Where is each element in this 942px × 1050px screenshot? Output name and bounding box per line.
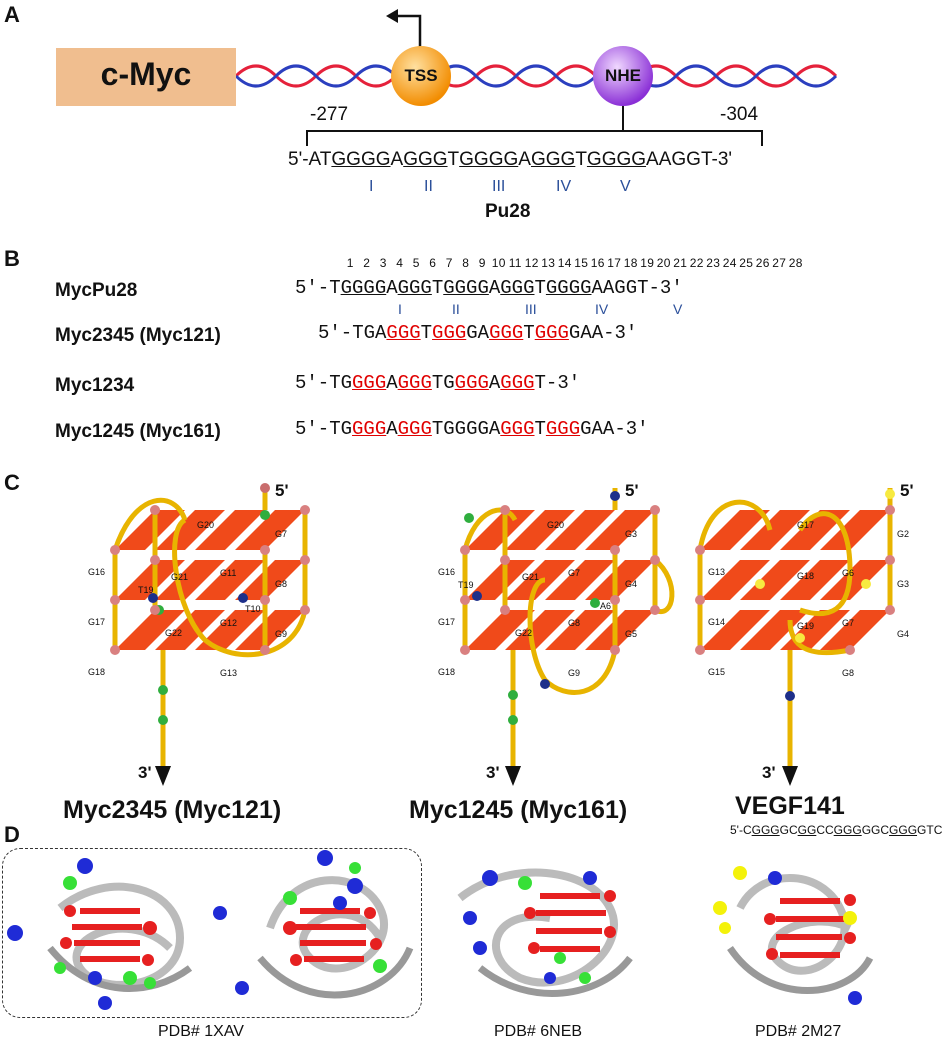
seq-name-myc1234: Myc1234 [55,375,135,396]
cmyc-gene-box [56,48,236,106]
topology-myc1245 [460,488,675,786]
seq-myc1234: 5'-TGGGGAGGGTGGGGAGGGT-3' [295,372,581,394]
seq-mycpu28: 5'-TGGGGAGGGTGGGGAGGGTGGGGAAGGT-3' [295,277,683,299]
position-number: 12 [524,256,539,270]
tss-circle [391,46,451,106]
position-number: 25 [739,256,754,270]
b-run-ii: II [452,301,460,317]
run-iii: III [492,178,506,195]
pdb-label-6neb: PDB# 6NEB [494,1023,583,1040]
seq-name-mycpu28: MycPu28 [55,280,138,301]
s1-end3: 3' [138,763,152,782]
s3-end5: 5' [900,481,914,500]
position-number: 20 [656,256,671,270]
tss-arrow-icon [394,14,422,48]
vegf141-sequence: 5'-CGGGGCGGCCGGGGGCGGGGTC [730,823,942,837]
position-number: 11 [508,256,522,270]
dna-strand-blue [234,64,838,88]
s1-end5: 5' [275,481,289,500]
position-number: 16 [590,256,605,270]
topology-vegf141 [695,488,895,786]
nhe-circle [593,46,653,106]
structure-1xav-b [235,850,414,999]
topology-myc2345 [110,483,310,786]
position-number: 22 [689,256,704,270]
panel-label-b: B [4,246,20,271]
s2-end3: 3' [486,763,500,782]
pdb-structures [7,850,874,1010]
run-ii: II [424,178,433,195]
title-vegf141: VEGF141 [735,792,845,820]
b-run-v: V [673,301,683,317]
panel-label-c: C [4,470,20,495]
position-left: -277 [310,104,349,125]
pdb-label-2m27: PDB# 2M27 [755,1023,842,1040]
dna-strand-red [234,64,838,88]
nhe-label: NHE [605,66,641,85]
position-number: 6 [429,256,437,270]
seq-name-myc1245: Myc1245 (Myc161) [55,421,221,442]
run-i: I [369,178,374,195]
position-number: 24 [722,256,737,270]
position-number: 15 [574,256,589,270]
cmyc-gene-label: c-Myc [100,56,192,92]
nmr-ensemble-box [2,848,422,1018]
position-number: 4 [396,256,404,270]
position-number: 21 [673,256,688,270]
position-number: 14 [557,256,572,270]
position-number: 1 [346,256,354,270]
title-myc2345: Myc2345 (Myc121) [63,796,282,824]
position-number: 3 [379,256,387,270]
seq-name-myc2345: Myc2345 (Myc121) [55,325,221,346]
pu28-bracket [306,130,763,146]
position-number: 5 [412,256,420,270]
position-right: -304 [720,104,759,125]
position-number: 2 [363,256,371,270]
seq-myc1245: 5'-TGGGGAGGGTGGGGAGGGTGGGGAA-3' [295,418,649,440]
title-myc1245: Myc1245 (Myc161) [409,796,628,824]
position-number: 28 [788,256,803,270]
s2-end5: 5' [625,481,639,500]
tss-label: TSS [404,66,438,85]
pdb-label-1xav: PDB# 1XAV [158,1023,244,1040]
position-number: 9 [478,256,486,270]
position-number: 18 [623,256,638,270]
position-number: 10 [491,256,506,270]
position-number: 19 [640,256,655,270]
structure-1xav-a [7,858,227,1010]
structure-2m27 [713,866,874,1005]
run-iv: IV [556,178,572,195]
b-run-iii: III [525,301,537,317]
seq-suffix: AAGGT-3' [646,149,733,170]
b-run-i: I [398,301,402,317]
structure-6neb [457,868,633,997]
position-number: 13 [541,256,556,270]
pu28-label: Pu28 [485,201,531,222]
panel-label-a: A [4,2,20,27]
seq-myc2345: 5'-TGAGGGTGGGGAGGGTGGGGAA-3' [318,322,638,344]
position-number: 27 [772,256,787,270]
position-number: 23 [706,256,721,270]
pu28-sequence: 5'-ATGGGGAGGGTGGGGAGGGTGGGGAAGGT-3' [288,149,733,170]
panel-label-d: D [4,822,20,847]
position-number: 7 [445,256,453,270]
s3-end3: 3' [762,763,776,782]
seq-prefix: 5'-AT [288,149,332,170]
b-run-iv: IV [595,301,609,317]
position-number: 26 [755,256,770,270]
position-number: 8 [462,256,470,270]
dna-helix-diagram [234,9,838,130]
g-quadruplex-topologies [110,483,895,786]
run-v: V [620,178,631,195]
position-number: 17 [607,256,622,270]
